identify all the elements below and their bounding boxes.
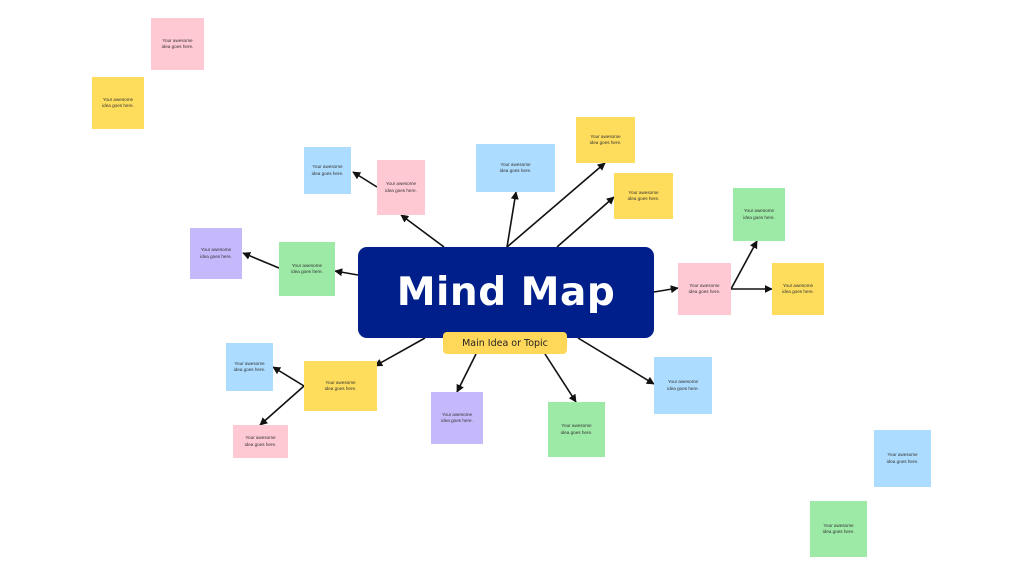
sticky-note: Your awesome idea goes here. [614, 173, 673, 219]
sticky-note: Your awesome idea goes here. [377, 160, 425, 215]
sticky-note: Your awesome idea goes here. [772, 263, 824, 315]
arrow-pink-to-green [730, 240, 758, 290]
sticky-note: Your awesome idea goes here. [279, 242, 335, 296]
arrow-to-pink-top [400, 214, 445, 248]
sticky-note-text: Your awesome idea goes here. [589, 133, 622, 145]
sticky-note: Your awesome idea goes here. [548, 402, 605, 457]
arrow-green-to-purple [242, 252, 280, 269]
sticky-note: Your awesome idea goes here. [431, 392, 483, 444]
main-idea-label: Main Idea or Topic [462, 337, 548, 349]
sticky-note: Your awesome idea goes here. [151, 18, 204, 70]
arrow-yellow-to-pink [259, 385, 305, 426]
arrow-yellow-to-blue [272, 366, 305, 387]
sticky-note-text: Your awesome idea goes here. [667, 379, 699, 391]
sticky-note-text: Your awesome idea goes here. [499, 161, 532, 173]
sticky-note-text: Your awesome idea goes here. [886, 452, 919, 464]
sticky-note-text: Your awesome idea goes here. [200, 247, 232, 259]
sticky-note-text: Your awesome idea goes here. [743, 208, 775, 220]
sticky-note: Your awesome idea goes here. [304, 361, 377, 411]
sticky-note-text: Your awesome idea goes here. [102, 96, 134, 108]
sticky-note-text: Your awesome idea goes here. [782, 282, 814, 294]
main-idea-tag: Main Idea or Topic [443, 332, 567, 354]
sticky-note: Your awesome idea goes here. [874, 430, 931, 487]
arrow-to-yellow-bottom-left [374, 337, 426, 367]
sticky-note-text: Your awesome idea goes here. [560, 423, 593, 435]
arrow-to-purple-bottom [456, 353, 477, 393]
sticky-note: Your awesome idea goes here. [190, 228, 242, 279]
arrow-to-yellow-right [556, 196, 615, 248]
sticky-note-text: Your awesome idea goes here. [233, 360, 266, 372]
arrow-to-blue-bottom-right [577, 337, 655, 385]
arrow-pink-to-blue [352, 171, 378, 188]
sticky-note-text: Your awesome idea goes here. [441, 411, 473, 423]
arrow-to-green-left [334, 268, 359, 277]
sticky-note: Your awesome idea goes here. [92, 77, 144, 129]
sticky-note: Your awesome idea goes here. [226, 343, 273, 391]
sticky-note: Your awesome idea goes here. [576, 117, 635, 163]
arrow-to-pink-right [653, 285, 679, 294]
sticky-note: Your awesome idea goes here. [654, 357, 712, 414]
sticky-note-text: Your awesome idea goes here. [324, 379, 357, 391]
central-topic-title: Mind Map [396, 270, 616, 315]
sticky-note: Your awesome idea goes here. [233, 425, 288, 458]
sticky-note-text: Your awesome idea goes here. [291, 262, 323, 274]
central-topic-box: Mind Map [358, 247, 654, 338]
sticky-note-text: Your awesome idea goes here. [311, 164, 344, 176]
sticky-note-text: Your awesome idea goes here. [822, 522, 855, 534]
arrow-to-blue-top [506, 191, 519, 248]
sticky-note: Your awesome idea goes here. [476, 144, 555, 192]
sticky-note-text: Your awesome idea goes here. [627, 189, 660, 201]
sticky-note: Your awesome idea goes here. [678, 263, 731, 315]
sticky-note-text: Your awesome idea goes here. [688, 282, 721, 294]
sticky-note: Your awesome idea goes here. [810, 501, 867, 557]
arrow-to-green-bottom [544, 353, 577, 403]
sticky-note-text: Your awesome idea goes here. [244, 435, 277, 447]
sticky-note: Your awesome idea goes here. [304, 147, 351, 194]
sticky-note-text: Your awesome idea goes here. [385, 181, 417, 193]
sticky-note: Your awesome idea goes here. [733, 188, 785, 241]
sticky-note-text: Your awesome idea goes here. [161, 37, 194, 49]
